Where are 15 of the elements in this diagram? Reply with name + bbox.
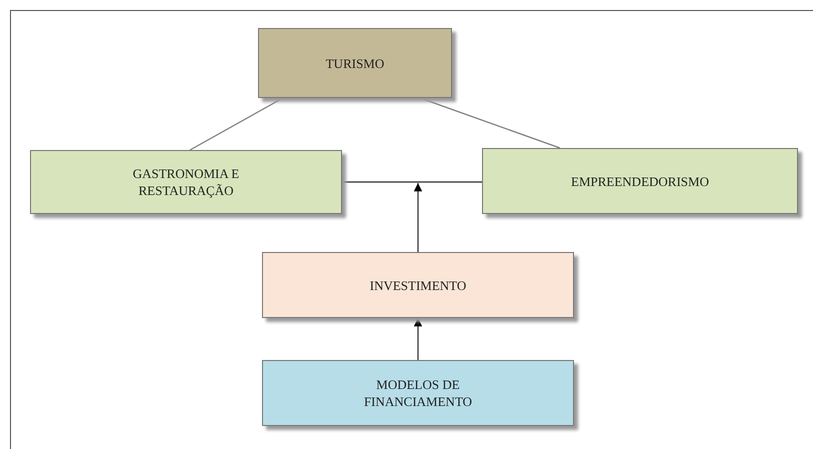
box-label: MODELOS DE FINANCIAMENTO xyxy=(362,376,474,410)
box-label: TURISMO xyxy=(326,54,384,72)
arrow xyxy=(414,318,422,360)
process-box xyxy=(262,360,574,426)
process-box xyxy=(30,150,342,214)
process-box xyxy=(258,28,452,98)
arrow xyxy=(414,183,422,252)
box-label: EMPREENDEDORISMO xyxy=(571,172,709,190)
connector-line xyxy=(420,97,560,149)
process-box xyxy=(262,252,574,318)
connector-line xyxy=(342,181,482,183)
box-label: INVESTIMENTO xyxy=(370,276,466,294)
box-label: GASTRONOMIA E RESTAURAÇÃO xyxy=(132,165,240,199)
process-box xyxy=(482,148,798,214)
connector-line xyxy=(190,97,284,151)
